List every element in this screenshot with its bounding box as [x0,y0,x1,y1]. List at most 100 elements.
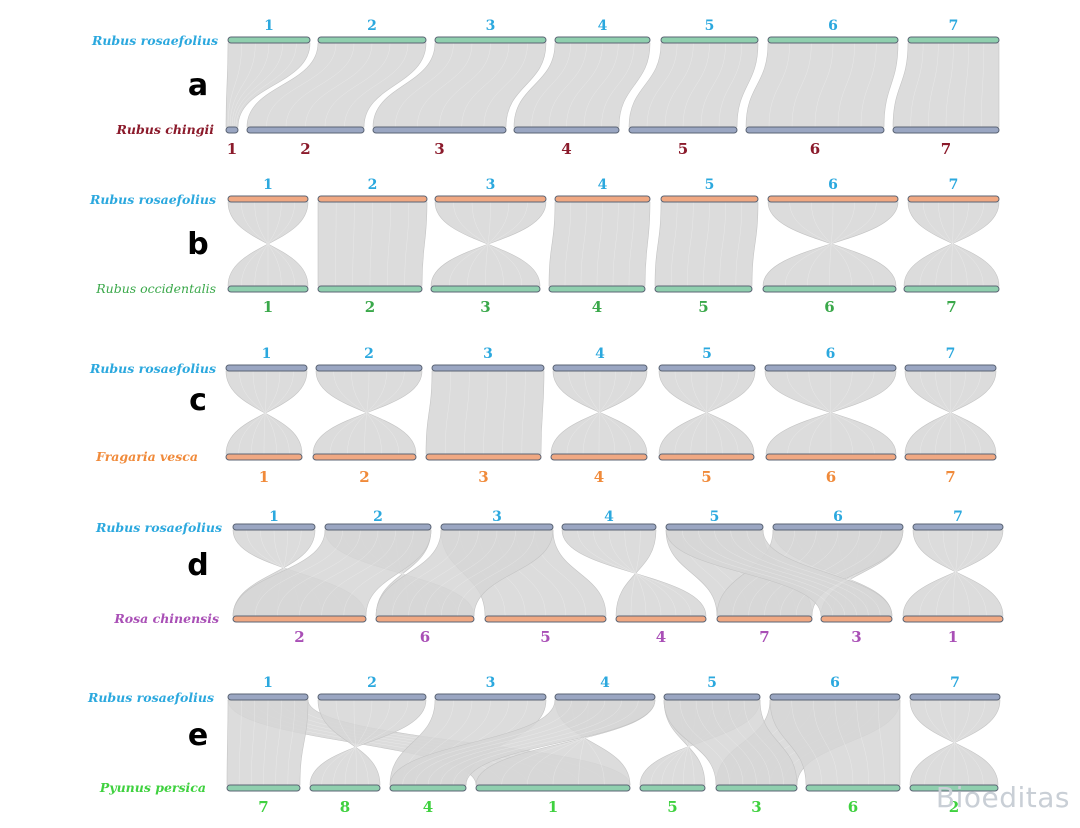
top-chromosome-bar [554,195,651,203]
top-species-label: Rubus rosaefolius [89,361,216,376]
synteny-ribbon-line [285,42,355,128]
synteny-ribbon-line [814,42,834,128]
top-chromosome-bar [907,36,1000,44]
top-chromosome-bar [554,36,651,44]
synteny-ribbon-line [364,370,370,455]
synteny-ribbon-line [811,201,852,287]
synteny-ribbon-line [227,42,242,128]
top-chromosome-bar [764,364,897,372]
top-chromosome-label: 2 [364,346,374,362]
bottom-chromosome-label: 4 [561,140,571,158]
synteny-ribbon-line [743,699,784,786]
synteny-ribbon-line [808,370,853,455]
bottom-chromosome-bar [312,453,417,461]
synteny-ribbon-line [344,42,409,128]
top-chromosome-label: 2 [373,509,383,525]
synteny-ribbon-line [321,699,409,786]
synteny-ribbon-line [415,699,589,786]
bottom-chromosome-bar [654,285,753,293]
top-chromosome-label: 4 [598,177,608,193]
synteny-ribbon-line [548,42,587,128]
synteny-ribbon-line [830,370,832,455]
synteny-ribbon-line [598,370,601,455]
bottom-chromosome-bar [628,126,738,134]
top-chromosome-bar [663,693,761,701]
synteny-ribbon-line [333,699,391,786]
bottom-chromosome-label: 2 [949,798,959,816]
bottom-chromosome-label: 3 [434,140,444,158]
synteny-ribbon-line [275,699,282,786]
synteny-ribbon-line [939,699,969,786]
bottom-chromosome-bar [892,126,1000,134]
bottom-chromosome-bar [430,285,541,293]
synteny-ribbon-line [424,529,498,617]
synteny-ribbon-line [531,42,572,128]
synteny-ribbon-line [856,699,869,786]
top-chromosome-bar [554,693,656,701]
top-chromosome-bar [227,693,309,701]
bottom-chromosome-label: 2 [365,298,375,316]
synteny-ribbon-line [387,201,391,287]
bottom-chromosome-label: 5 [678,140,688,158]
synteny-ribbon-line [408,529,479,617]
bottom-chromosome-label: 6 [420,628,430,646]
top-chromosome-label: 1 [262,346,272,362]
bottom-chromosome-label: 1 [548,798,558,816]
synteny-ribbon [548,201,651,287]
top-chromosome-bar [315,364,423,372]
bottom-chromosome-label: 5 [701,468,711,486]
synteny-ribbon [764,370,897,455]
panel-letter: a [188,68,208,103]
bottom-chromosome-bar [902,615,1004,623]
synteny-ribbon-line [238,699,242,786]
synteny-ribbon-line [714,529,857,617]
synteny-ribbon-line [351,370,382,455]
synteny-ribbon-line [791,42,812,128]
bottom-chromosome-bar [317,285,423,293]
synteny-ribbon-line [813,699,838,786]
synteny-ribbon [430,201,547,287]
bottom-chromosome-bar [715,784,798,792]
top-species-label: Rubus rosaefolius [87,690,214,705]
bottom-chromosome-label: 7 [945,468,955,486]
synteny-ribbon-line [630,529,641,617]
bottom-chromosome-bar [227,285,309,293]
bottom-chromosome-label: 6 [810,140,820,158]
synteny-ribbon-line [333,370,400,455]
bottom-chromosome-bar [820,615,893,623]
synteny-ribbon-line [768,42,790,128]
synteny-ribbon-line [404,201,410,287]
synteny-ribbon-line [784,201,877,287]
synteny-ribbon-line [924,699,984,786]
top-chromosome-bar [772,523,904,531]
top-chromosome-bar [232,523,316,531]
synteny-ribbon-line [719,201,726,287]
synteny-ribbon-line [834,699,854,786]
synteny-ribbon-line [681,529,834,617]
synteny-ribbon [312,370,423,455]
synteny-ribbon [246,42,427,128]
top-chromosome-bar [225,364,308,372]
bottom-chromosome-bar [425,453,542,461]
top-chromosome-bar [660,36,759,44]
top-chromosome-label: 3 [483,346,493,362]
top-chromosome-bar [227,195,309,203]
synteny-ribbon [227,201,309,287]
top-chromosome-label: 5 [705,18,715,34]
bottom-species-label: Rubus chingii [116,122,215,137]
synteny-ribbon-line [791,699,822,786]
synteny-ribbon [658,370,756,455]
synteny-ribbon-line [392,529,460,617]
top-chromosome-label: 3 [492,509,502,525]
synteny-ribbon-line [335,699,369,786]
synteny-ribbon-line [229,42,256,128]
top-chromosome-label: 4 [600,675,610,691]
synteny-ribbon-line [664,42,694,128]
synteny-ribbon-line [963,42,969,128]
top-chromosome-bar [660,195,759,203]
synteny-ribbon-line [786,370,875,455]
bottom-species-label: Rosa chinensis [113,611,219,626]
top-chromosome-label: 1 [263,177,273,193]
